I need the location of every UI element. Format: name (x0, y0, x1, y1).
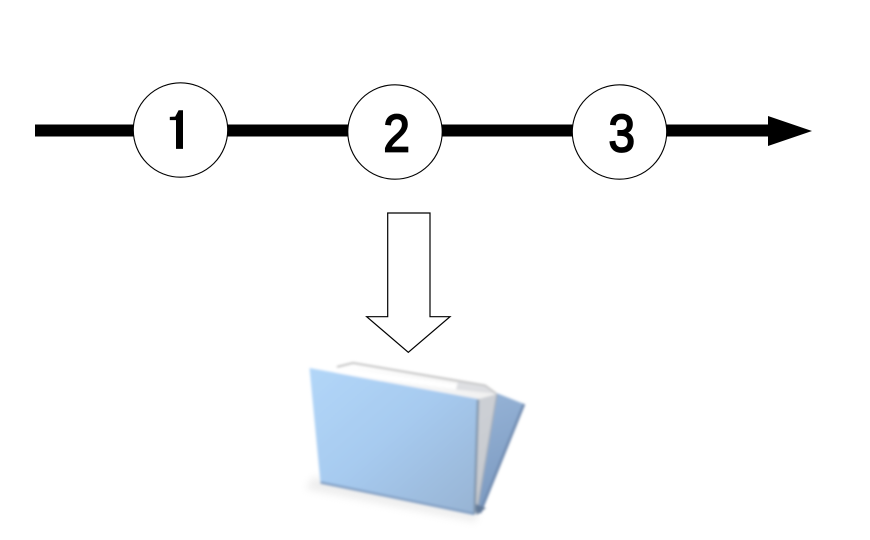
svg-text:3: 3 (609, 103, 636, 163)
svg-text:2: 2 (383, 103, 410, 163)
